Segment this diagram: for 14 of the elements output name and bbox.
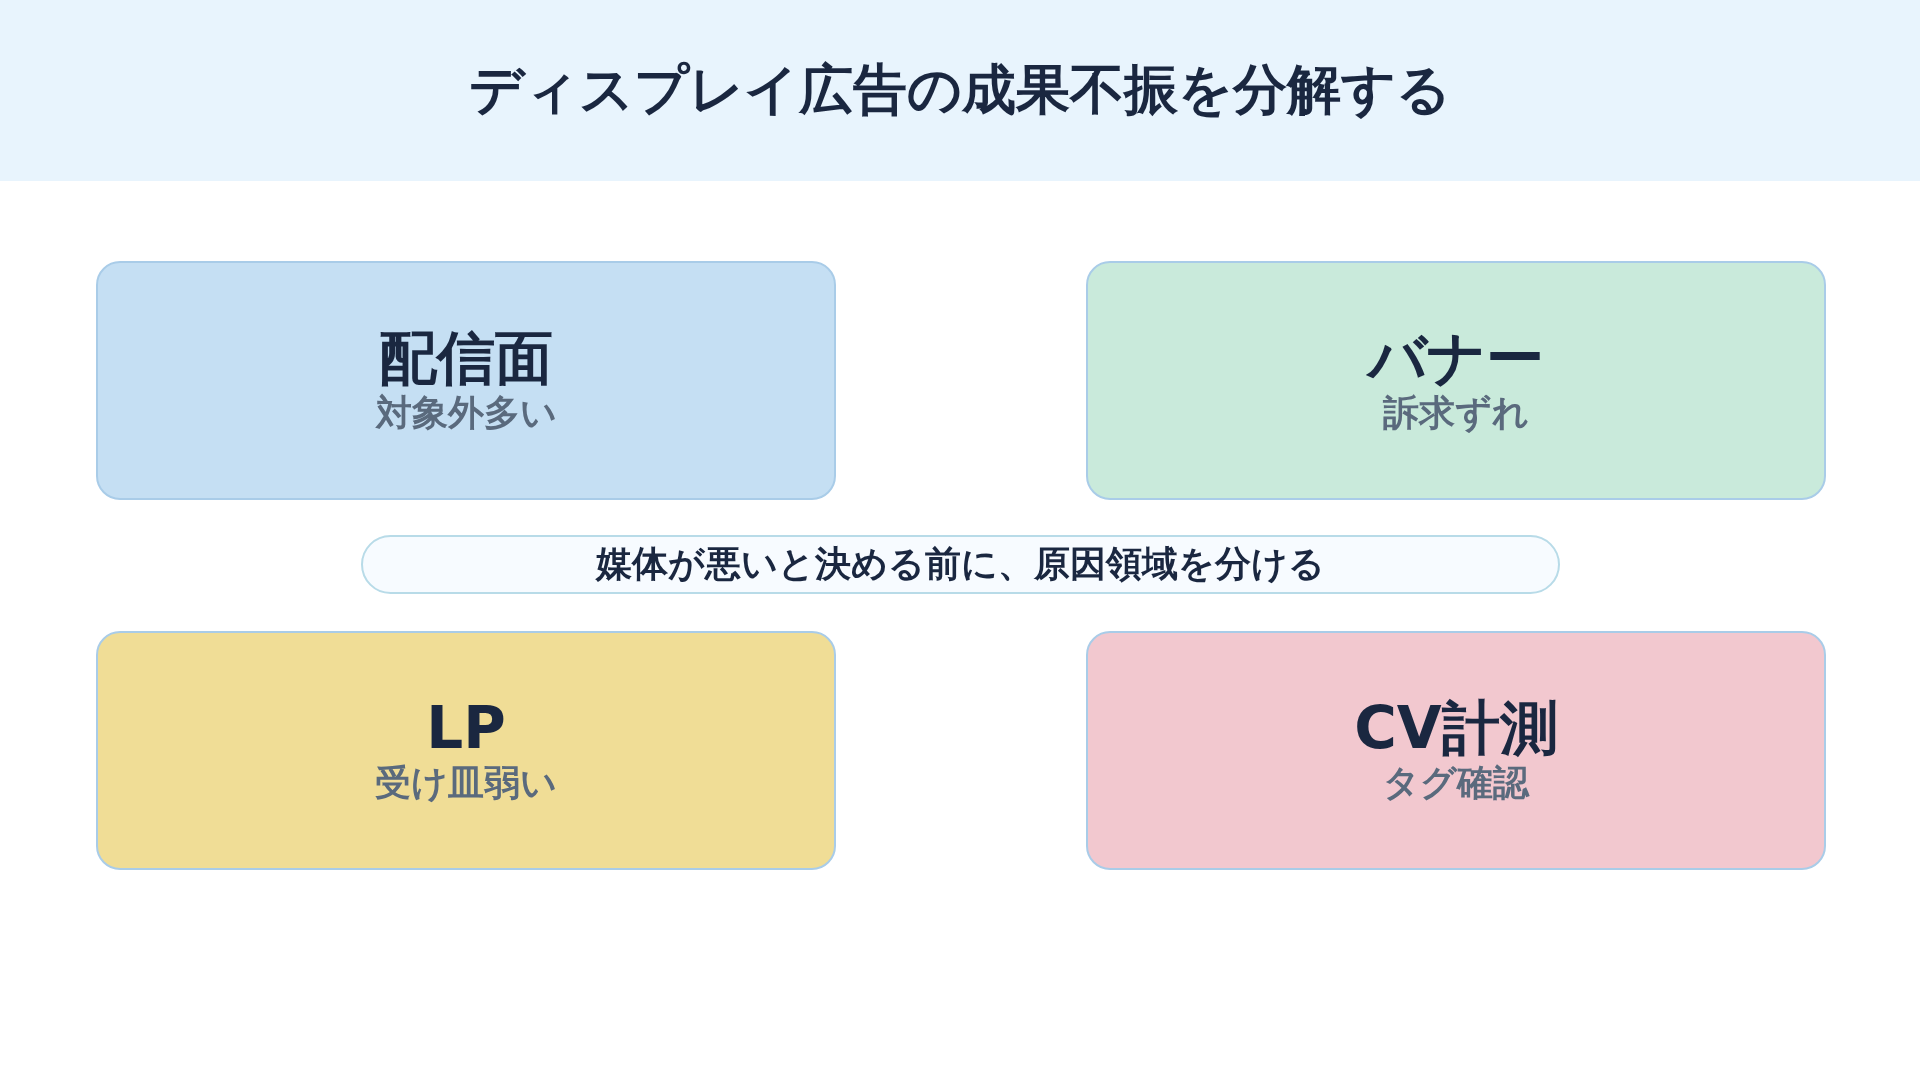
card-heading: LP (426, 697, 506, 761)
card-subtext: 訴求ずれ (1383, 390, 1529, 434)
card-heading: 配信面 (379, 327, 553, 391)
category-card (96, 261, 836, 500)
card-heading: CV計測 (1354, 697, 1558, 761)
card-heading: バナー (1368, 327, 1544, 391)
card-subtext: タグ確認 (1383, 760, 1529, 804)
note-text: 媒体が悪いと決める前に、原因領域を分ける (596, 542, 1325, 586)
title: ディスプレイ広告の成果不振を分解する (469, 57, 1451, 123)
category-card (1086, 631, 1826, 870)
category-card (96, 631, 836, 870)
category-card (1086, 261, 1826, 500)
card-subtext: 対象外多い (375, 390, 557, 434)
card-subtext: 受け皿弱い (375, 760, 557, 804)
